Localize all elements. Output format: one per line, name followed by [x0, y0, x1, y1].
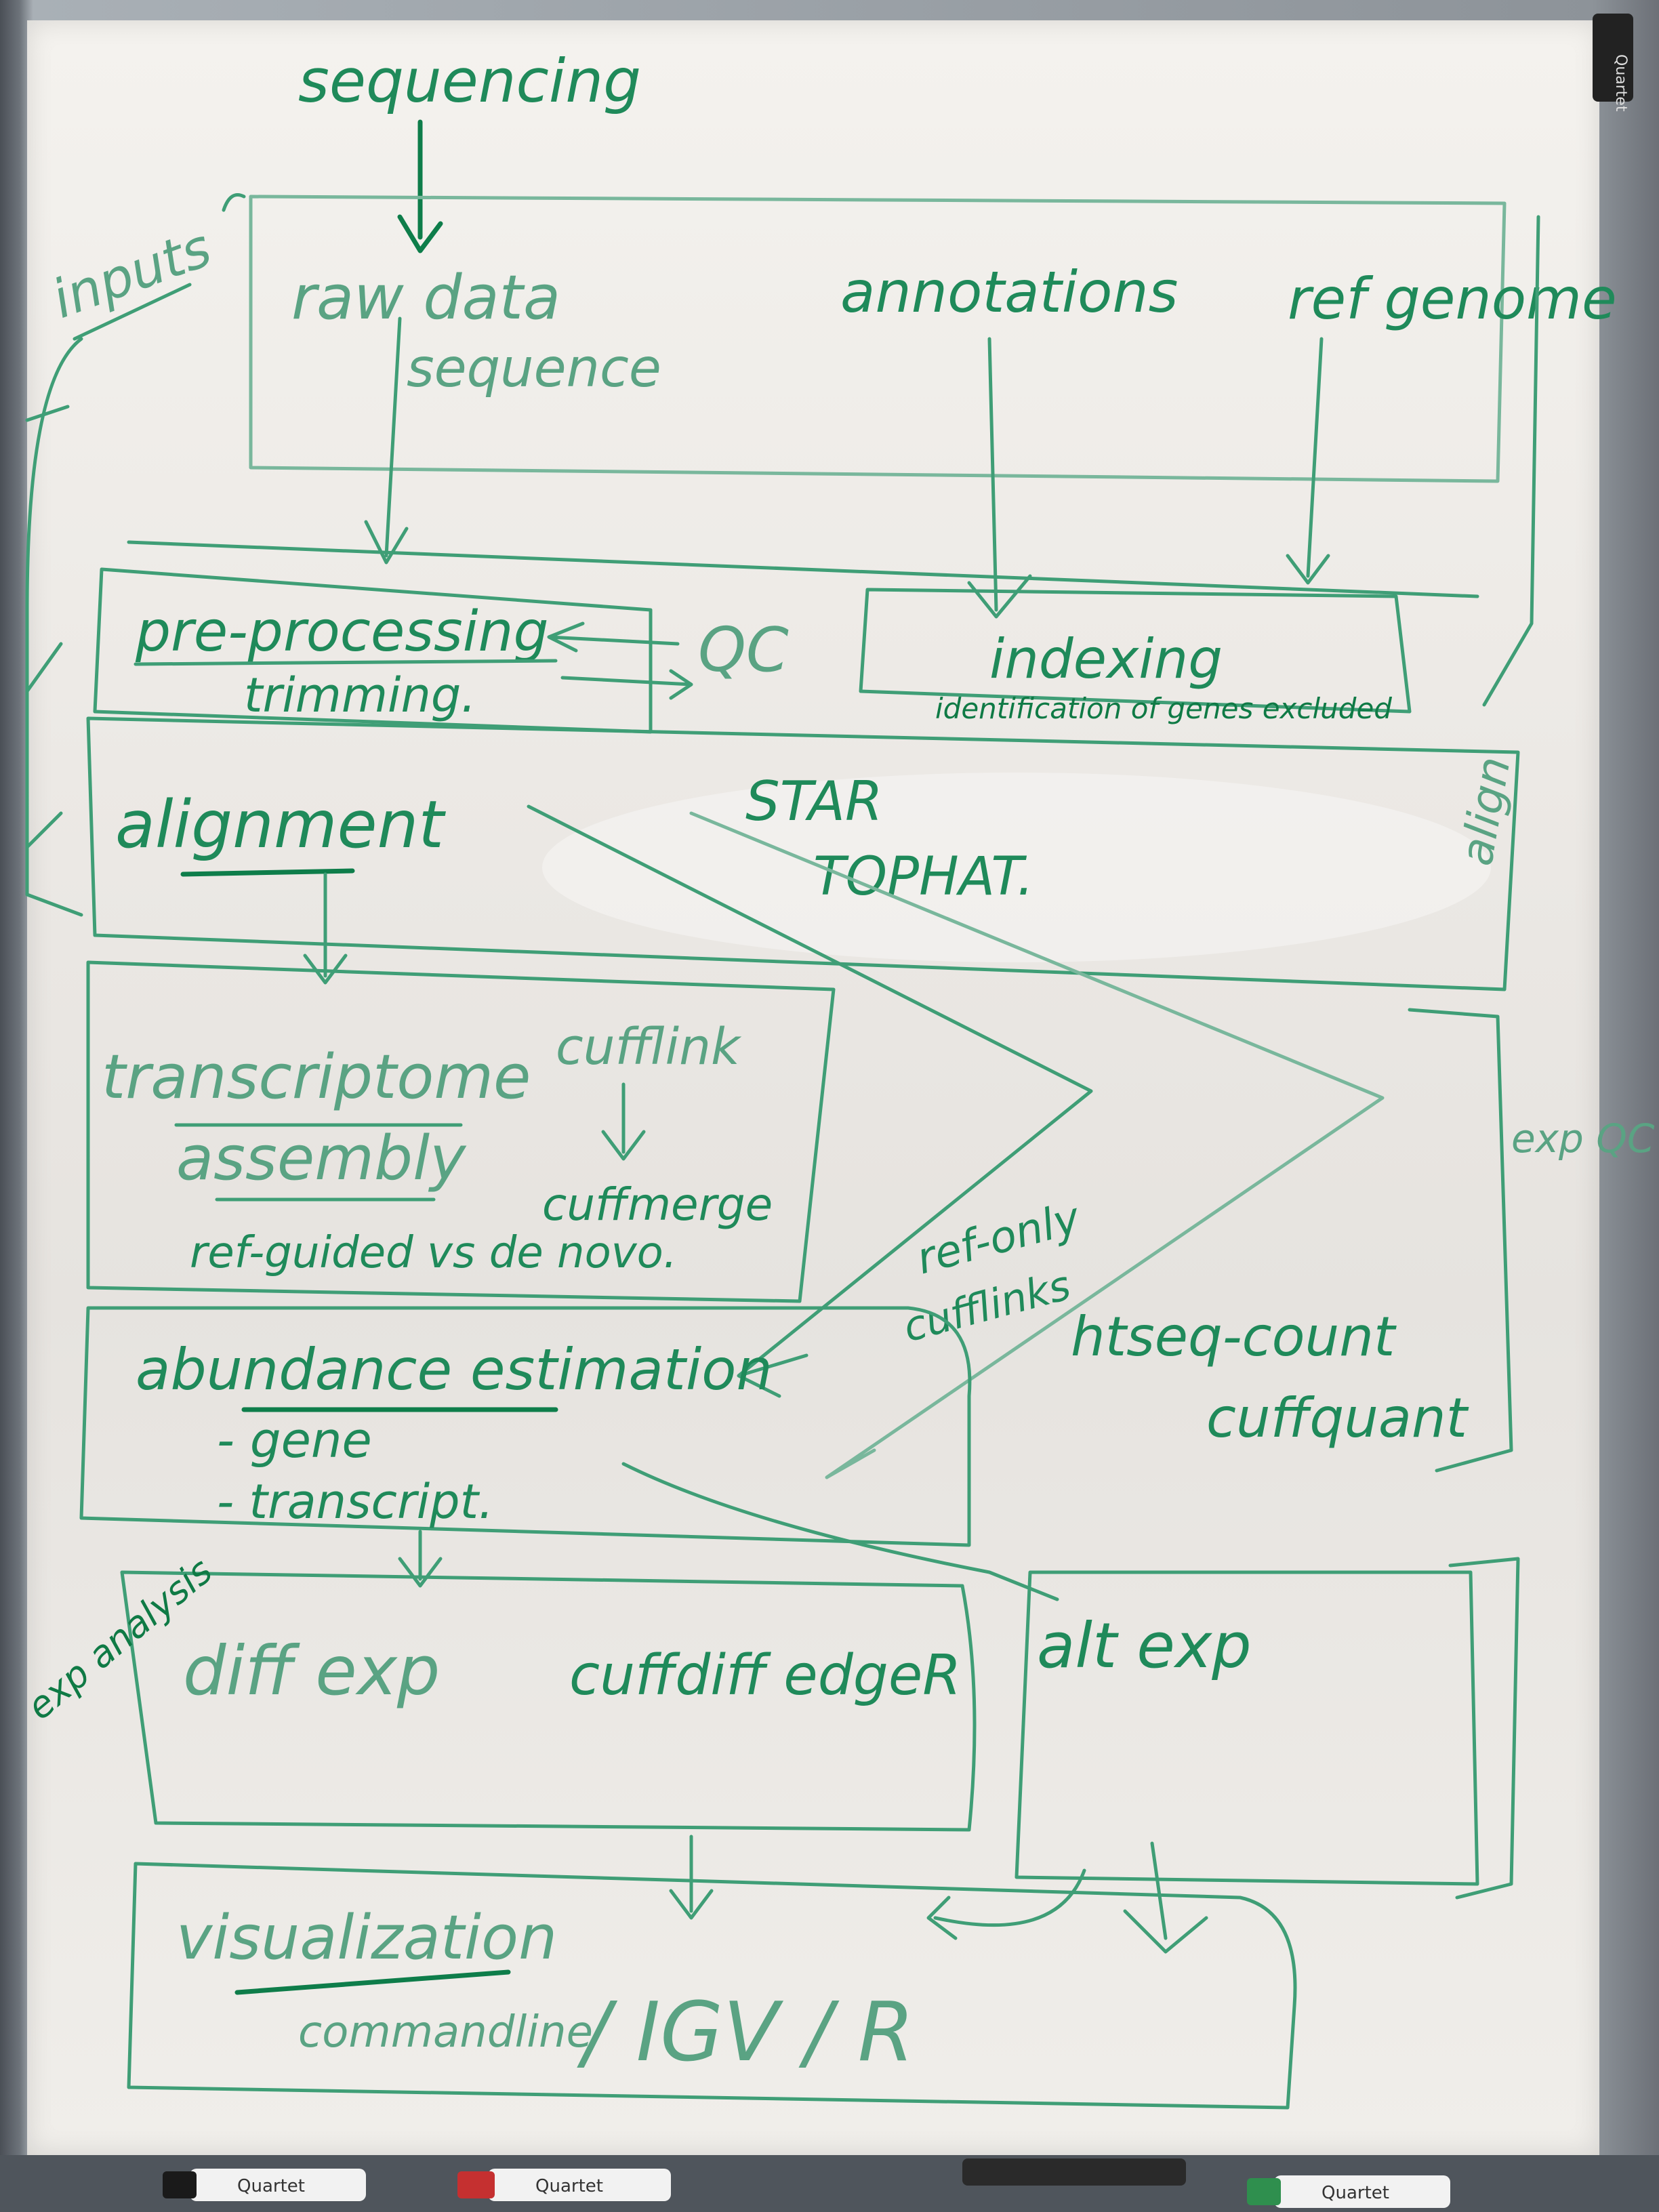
label-visualization: visualization — [176, 1902, 557, 1973]
label-star: STAR — [745, 770, 883, 833]
label-indexing-sub: identification of genes excluded — [935, 692, 1392, 725]
assembly-box — [86, 960, 836, 1303]
visualization-underline — [234, 1969, 511, 1995]
label-trimming: trimming. — [244, 668, 476, 723]
label-diff-exp: diff exp — [183, 1631, 440, 1711]
label-ref-genome: ref genome — [1288, 266, 1617, 332]
label-cuffmerge: cuffmerge — [542, 1179, 773, 1231]
svg-text:Quartet: Quartet — [237, 2176, 305, 2196]
arrow-raw-to-preproc — [364, 316, 409, 565]
inputs-brace — [222, 193, 246, 212]
label-align-side: align — [1450, 753, 1521, 869]
label-sequence: sequence — [407, 338, 661, 399]
label-gene: - gene — [217, 1412, 372, 1469]
label-transcriptome: transcriptome — [102, 1042, 531, 1113]
svg-text:Quartet: Quartet — [535, 2176, 603, 2196]
alt-exp-brace — [1448, 1557, 1520, 1900]
label-indexing: indexing — [989, 628, 1223, 691]
arrows-qc — [547, 621, 693, 700]
glare — [542, 773, 1491, 962]
visualization-box — [127, 1862, 1297, 2110]
abundance-box — [79, 1306, 972, 1547]
label-abundance: abundance estimation — [136, 1336, 773, 1403]
svg-text:Quartet: Quartet — [1322, 2183, 1389, 2203]
label-pre-processing: pre-processing — [135, 600, 549, 664]
label-htseq-count: htseq-count — [1071, 1305, 1397, 1368]
preproc-underline — [134, 659, 558, 666]
label-cufflink: cufflink — [556, 1018, 742, 1076]
label-transcript: - transcript. — [217, 1474, 493, 1530]
arrow-ref-to-indexing — [1286, 337, 1330, 585]
marker-2: Quartet — [457, 2169, 671, 2201]
label-igv-r: / IGV / R — [577, 1986, 914, 2080]
arrow-ref-down — [1482, 215, 1540, 707]
corner-clip — [1593, 14, 1633, 102]
label-commandline: commandline — [298, 2007, 593, 2057]
brand-label: Quartet — [1612, 54, 1629, 112]
arrow-abundance-to-alt — [621, 1462, 1059, 1601]
arrow-sequencing — [397, 119, 443, 253]
left-feedback-loop — [25, 337, 83, 917]
assembly-underlines — [174, 1123, 463, 1202]
label-cuffquant: cuffquant — [1206, 1387, 1469, 1450]
label-sequencing: sequencing — [298, 46, 641, 116]
alignment-underline — [180, 868, 355, 877]
divider-line — [127, 540, 1479, 598]
arrow-diff-to-vis — [669, 1835, 714, 1920]
inputs-underline — [73, 283, 192, 341]
label-exp-qc: exp QC — [1511, 1115, 1655, 1162]
label-cuffdiff: cuffdiff edgeR — [569, 1643, 961, 1708]
arrow-abundance-down — [398, 1530, 443, 1588]
alt-exp-box — [1015, 1570, 1479, 1886]
marker-3: Quartet — [1247, 2175, 1450, 2208]
label-ref-guided: ref-guided vs de novo. — [190, 1228, 677, 1278]
label-assembly: assembly — [176, 1123, 467, 1194]
label-qc: QC — [698, 615, 789, 686]
indexing-box — [859, 588, 1412, 714]
zigzag-arrow-2 — [689, 811, 1385, 1479]
arrow-alt-to-vis — [1123, 1841, 1208, 1954]
inputs-box — [249, 194, 1507, 483]
arrow-annotations-to-indexing — [967, 337, 1032, 619]
whiteboard-surface — [27, 20, 1599, 2155]
alignment-box — [86, 716, 1520, 991]
label-alt-exp: alt exp — [1037, 1610, 1252, 1682]
label-raw-data: raw data — [291, 262, 560, 333]
label-alignment: alignment — [115, 787, 446, 863]
arrow-alt-loop — [926, 1868, 1086, 1940]
zigzag-arrow-1 — [527, 804, 1093, 1398]
diff-exp-box — [120, 1570, 977, 1832]
arrow-cufflink — [601, 1082, 646, 1161]
marker-1: Quartet — [163, 2169, 366, 2201]
label-annotations: annotations — [840, 259, 1178, 325]
arrow-alignment-down — [303, 872, 348, 985]
eraser — [962, 2158, 1186, 2186]
expqc-brace — [1408, 1008, 1513, 1473]
